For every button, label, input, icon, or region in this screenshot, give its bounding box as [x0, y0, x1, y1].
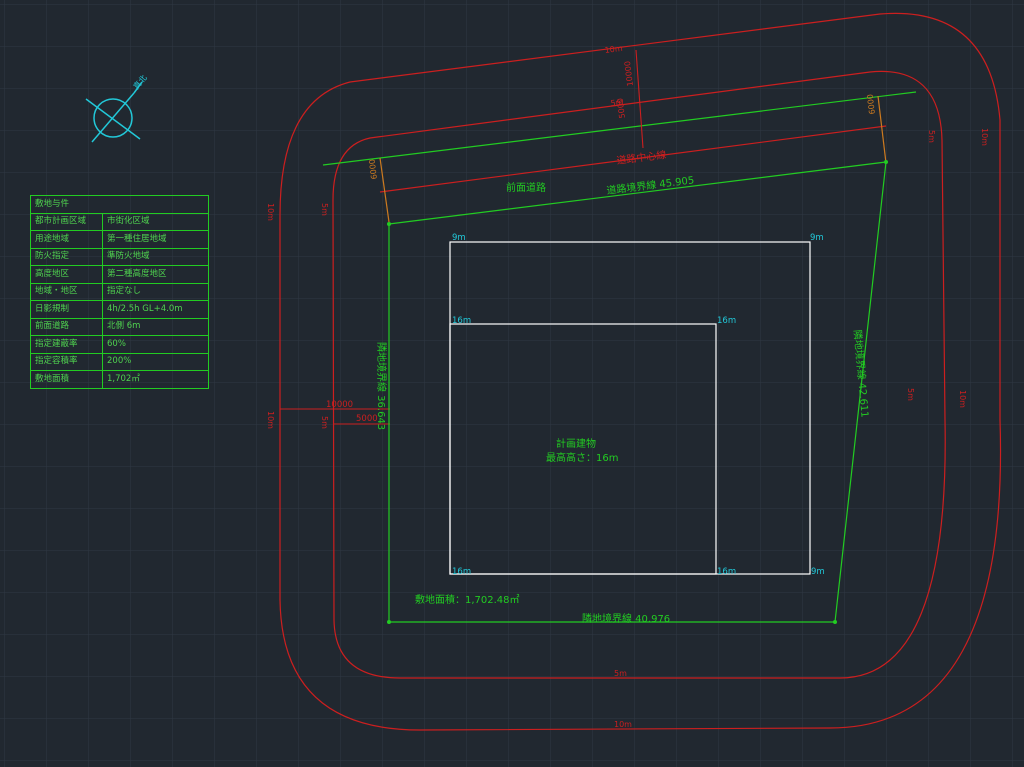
- table-row: 指定容積率 200%: [30, 352, 209, 371]
- road-boundary-tick-east: [877, 95, 887, 164]
- table-key: 用途地域: [30, 230, 103, 249]
- table-value: 第一種住居地域: [102, 230, 209, 249]
- dimension-label-5000-west: 5000: [356, 414, 378, 424]
- table-row: 地域・地区 指定なし: [30, 282, 209, 301]
- front-road-label: 前面道路: [506, 181, 546, 194]
- site-vertex: [833, 620, 837, 624]
- building-16m-volume: [449, 323, 717, 575]
- table-row: 前面道路 北側 6m: [30, 317, 209, 336]
- dimension-label-10000-north: 10000: [623, 60, 635, 86]
- height-label: 16m: [452, 316, 471, 326]
- offset-label: 5m: [927, 130, 936, 143]
- height-limit-10m-outline: [279, 12, 1002, 731]
- table-value: 4h/2.5h GL+4.0m: [102, 300, 209, 319]
- table-value: 1,702㎡: [102, 370, 209, 389]
- table-key: 都市計画区域: [30, 212, 103, 231]
- height-label: 9m: [810, 233, 824, 243]
- table-value: 北側 6m: [102, 317, 209, 336]
- table-row: 防火指定 準防火地域: [30, 247, 209, 266]
- compass-north-icon: [85, 81, 143, 143]
- offset-label: 10m: [980, 128, 989, 146]
- offset-label: 5m: [906, 388, 915, 401]
- table-row: 敷地面積 1,702㎡: [30, 370, 209, 389]
- offset-label: 10m: [604, 44, 623, 55]
- table-key: 指定建蔽率: [30, 335, 103, 354]
- offset-label: 10m: [266, 203, 275, 221]
- dimension-label-6000-east: 6000: [866, 94, 877, 115]
- offset-label: 10m: [958, 390, 967, 408]
- building-name-label: 計画建物: [556, 437, 596, 450]
- building-height-label: 最高高さ：16m: [546, 451, 618, 464]
- site-vertex: [387, 620, 391, 624]
- site-conditions-table: 敷地与件 都市計画区域 市街化区域 用途地域 第一種住居地域 防火指定 準防火地…: [30, 195, 209, 389]
- table-key: 地域・地区: [30, 282, 103, 301]
- road-north-edge: [322, 91, 917, 166]
- table-key: 防火指定: [30, 247, 103, 266]
- table-row: 用途地域 第一種住居地域: [30, 230, 209, 249]
- road-boundary-tick-west: [379, 157, 390, 223]
- table-value: 200%: [102, 352, 209, 371]
- height-label: 16m: [717, 567, 736, 577]
- offset-label: 5m: [320, 416, 329, 429]
- table-title: 敷地与件: [30, 195, 209, 214]
- table-key: 指定容積率: [30, 352, 103, 371]
- site-area-label: 敷地面積：1,702.48㎡: [415, 593, 520, 606]
- site-vertex: [387, 222, 391, 226]
- table-value: 60%: [102, 335, 209, 354]
- dimension-label-5000-north: 5000: [616, 98, 627, 119]
- offset-label: 10m: [266, 411, 275, 429]
- dimension-label-6000-west: 6000: [368, 159, 379, 180]
- west-boundary-label: 隣地境界線 36.643: [375, 342, 388, 430]
- offset-label: 5m: [610, 97, 624, 108]
- south-boundary-label: 隣地境界線 40.976: [582, 612, 670, 625]
- table-row: 指定建蔽率 60%: [30, 335, 209, 354]
- dimension-label-10000-west: 10000: [326, 400, 353, 410]
- site-vertex: [884, 160, 888, 164]
- height-label: 16m: [717, 316, 736, 326]
- dimension-line-10000: [635, 49, 644, 149]
- height-label: 9m: [452, 233, 466, 243]
- table-row: 高度地区 第二種高度地区: [30, 265, 209, 284]
- table-key: 日影規制: [30, 300, 103, 319]
- table-key: 敷地面積: [30, 370, 103, 389]
- table-value: 指定なし: [102, 282, 209, 301]
- offset-label: 10m: [614, 720, 632, 729]
- table-key: 高度地区: [30, 265, 103, 284]
- offset-label: 5m: [320, 203, 329, 216]
- height-label: 9m: [811, 567, 825, 577]
- table-key: 前面道路: [30, 317, 103, 336]
- height-label: 16m: [452, 567, 471, 577]
- table-row: 都市計画区域 市街化区域: [30, 212, 209, 231]
- height-limit-5m-outline: [332, 70, 946, 679]
- table-value: 準防火地域: [102, 247, 209, 266]
- offset-label: 5m: [614, 669, 627, 678]
- table-value: 市街化区域: [102, 212, 209, 231]
- road-centerline: [379, 125, 887, 193]
- table-row: 日影規制 4h/2.5h GL+4.0m: [30, 300, 209, 319]
- table-value: 第二種高度地区: [102, 265, 209, 284]
